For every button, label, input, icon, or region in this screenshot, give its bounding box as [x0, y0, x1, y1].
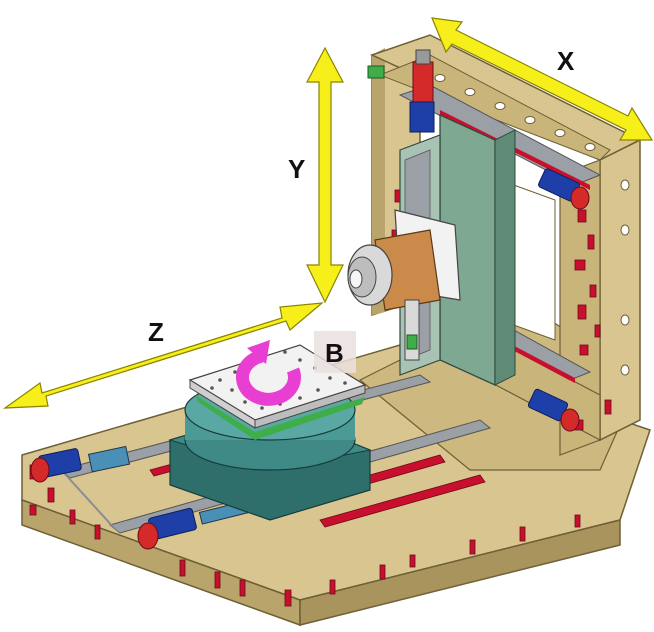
x-axis-label: X — [557, 46, 575, 76]
x-motor-bottom — [527, 388, 580, 432]
z-axis-label: Z — [148, 317, 164, 347]
y-motor — [367, 49, 435, 133]
y-axis-arrow — [306, 46, 344, 304]
b-axis-label: B — [325, 338, 344, 368]
b-rotation-arrow — [236, 340, 301, 406]
z-axis-arrow — [2, 302, 324, 409]
spindle-head — [347, 209, 461, 361]
y-axis-label: Y — [288, 154, 305, 184]
x-motor-top — [538, 168, 590, 210]
z-motor-front — [30, 445, 131, 483]
x-axis-arrow — [431, 17, 654, 141]
b-label-box — [314, 331, 356, 373]
frame-holes — [434, 74, 630, 376]
